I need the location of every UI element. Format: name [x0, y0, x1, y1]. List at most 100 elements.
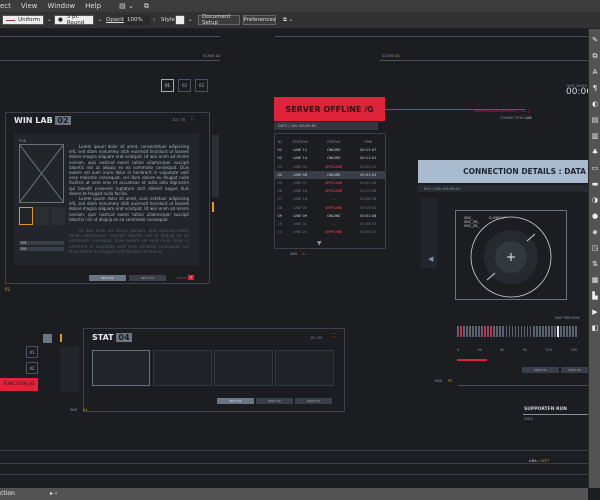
brush-select[interactable]: ● 5 pt. Round: [54, 14, 94, 26]
spot-01-button[interactable]: SPOT 01: [89, 275, 126, 281]
chevron-down-icon[interactable]: ⌄: [188, 17, 193, 23]
signal-bar: [484, 326, 487, 337]
chevron-right-icon[interactable]: ›: [153, 17, 156, 23]
tool-icon[interactable]: ▙: [592, 292, 598, 300]
chevron-down-icon[interactable]: ⌄: [98, 17, 103, 23]
tool-icon[interactable]: ⇅: [592, 260, 598, 268]
table-cell: ONLINE: [326, 213, 341, 218]
spot-01-button[interactable]: SPOT 01: [522, 367, 559, 373]
hud-line: [275, 36, 588, 37]
tool-icon[interactable]: ▥: [591, 132, 599, 140]
tool-icon[interactable]: ◳: [591, 244, 599, 252]
tool-icon[interactable]: ▦: [591, 276, 599, 284]
chevron-down-icon[interactable]: ⌄: [47, 17, 52, 23]
side-item-02[interactable]: 02: [26, 362, 38, 374]
tool-icon[interactable]: ▤: [591, 116, 599, 124]
opacity-input[interactable]: 100%: [124, 15, 150, 25]
win-label: WIN: [70, 408, 78, 412]
style-swatch[interactable]: [175, 15, 185, 25]
tool-icon[interactable]: ◈: [592, 228, 598, 236]
scrollbar[interactable]: [212, 135, 219, 197]
tool-icon[interactable]: ▭: [591, 164, 599, 172]
stat-card[interactable]: [214, 350, 273, 386]
play-icon[interactable]: ▸ ‹: [50, 490, 58, 497]
thumbnail[interactable]: [51, 207, 65, 225]
spot-01-button[interactable]: SPOT 01: [217, 398, 254, 404]
tool-icon[interactable]: ●: [591, 212, 599, 220]
win-number: 01: [302, 252, 307, 256]
spot-02-button[interactable]: SPOT 02: [129, 275, 166, 281]
menu-view[interactable]: View: [20, 2, 38, 10]
workspace-icon[interactable]: ▤ ⌄: [119, 2, 134, 10]
signal-bar: [547, 326, 550, 337]
stat-title: STAT 04: [92, 333, 132, 342]
tool-icon[interactable]: A: [592, 68, 598, 76]
menu-window[interactable]: Window: [47, 2, 76, 10]
tool-icon[interactable]: ◑: [591, 196, 599, 204]
stat-card[interactable]: [153, 350, 212, 386]
tool-icon[interactable]: ◐: [591, 100, 599, 108]
side-item-01[interactable]: 01: [26, 346, 38, 358]
document-setup-button[interactable]: Document Setup: [198, 14, 240, 26]
arrange-documents-icon[interactable]: ⧉ ⌄: [283, 16, 294, 23]
scroll-down-icon[interactable]: ▼: [317, 240, 322, 247]
tool-icon[interactable]: ▶: [592, 308, 598, 316]
em-slider[interactable]: EM: [19, 247, 64, 251]
stat-card[interactable]: [92, 350, 150, 386]
function-03-button[interactable]: FUNCTION_03: [0, 378, 38, 391]
signal-bar: [526, 326, 529, 337]
tool-icon[interactable]: ♣: [591, 148, 599, 156]
stroke-profile-select[interactable]: Uniform: [2, 15, 44, 25]
tool-icon[interactable]: ▬: [591, 180, 599, 188]
signal-bar: [502, 326, 505, 337]
corner-label: P2: [5, 287, 10, 292]
menu-object[interactable]: ect: [0, 2, 11, 10]
preferences-button[interactable]: Preferences: [243, 15, 276, 25]
page-03-button[interactable]: 03: [195, 79, 208, 92]
tool-icon[interactable]: ⧉: [592, 52, 598, 60]
em-slider[interactable]: EM: [19, 241, 64, 245]
tool-icon[interactable]: ◧: [591, 324, 599, 332]
spot-02-button[interactable]: SPOT 02: [561, 367, 588, 373]
tick-label: 60: [500, 348, 505, 352]
spot-02-button[interactable]: SPOT 02: [256, 398, 293, 404]
tool-icon[interactable]: ¶: [592, 84, 598, 92]
winlab-panel: WIN LAB 02 02 / 35 ⁚⁚ PHB EM EM Lorem ip…: [5, 112, 210, 284]
progress-red: [457, 359, 487, 361]
table-cell: 00:01:18: [360, 181, 377, 186]
table-cell: 04: [275, 170, 285, 179]
spot-03-button[interactable]: SPOT 03: [295, 398, 332, 404]
thumbnail[interactable]: [35, 207, 49, 225]
page-02-button[interactable]: 02: [178, 79, 191, 92]
arrange-icon[interactable]: ⧉: [143, 1, 149, 10]
thumbnail-selected[interactable]: [19, 207, 33, 225]
hud-line: [0, 463, 588, 464]
page-01-button[interactable]: 01: [161, 79, 174, 92]
table-cell: LINE 20: [293, 230, 308, 235]
stat-card[interactable]: [275, 350, 334, 386]
scope-labels: SNC_SNC_08_SNC_08_: [464, 216, 480, 228]
opacity-label[interactable]: Opacity:: [106, 17, 129, 23]
tick-label: 90: [522, 348, 528, 352]
table-cell: 02: [277, 156, 283, 161]
signal-bar: [572, 326, 574, 337]
tool-icon[interactable]: ✎: [592, 36, 598, 44]
table-cell: OFFLINE: [325, 189, 343, 194]
menu-help[interactable]: Help: [85, 2, 102, 10]
table-cell: 01: [277, 148, 283, 153]
chevron-left-icon[interactable]: ◀: [428, 255, 434, 263]
win-number: P5: [448, 379, 453, 383]
